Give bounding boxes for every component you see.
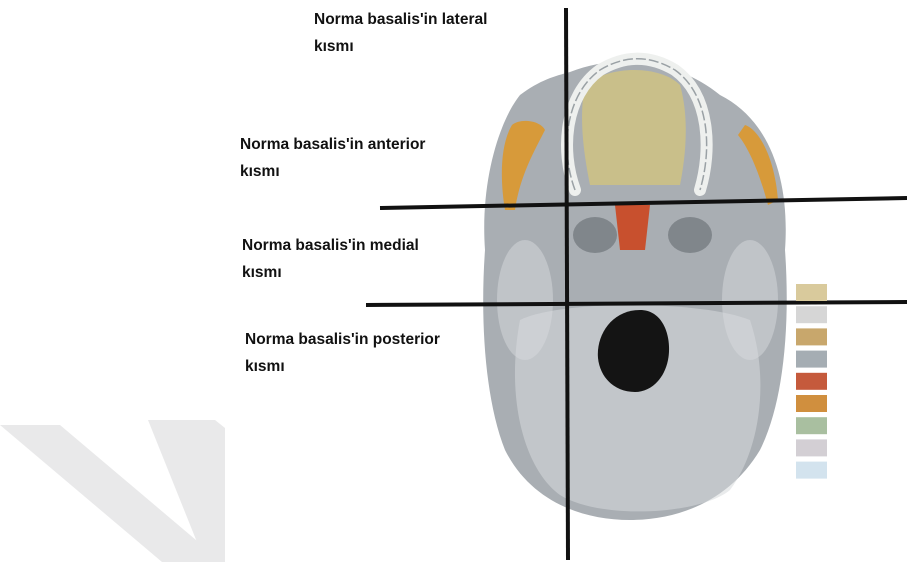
legend-swatch — [796, 373, 827, 390]
vomer — [615, 205, 650, 250]
temporal-left — [497, 240, 553, 360]
legend-swatch — [796, 328, 827, 345]
label-posterior: Norma basalis'in posterior kısmı — [245, 326, 440, 380]
legend-swatch — [796, 284, 827, 301]
cavity-right — [668, 217, 712, 253]
label-medial: Norma basalis'in medial kısmı — [242, 232, 419, 286]
label-anterior-line1: Norma basalis'in anterior — [240, 131, 425, 158]
legend-swatch — [796, 462, 827, 479]
label-anterior-line2: kısmı — [240, 158, 425, 185]
vertical-divider — [566, 8, 568, 560]
label-medial-line2: kısmı — [242, 259, 419, 286]
maxilla — [582, 70, 686, 185]
skull-illustration — [483, 59, 787, 520]
legend-swatch — [796, 395, 827, 412]
legend-swatch — [796, 351, 827, 368]
label-posterior-line1: Norma basalis'in posterior — [245, 326, 440, 353]
label-anterior: Norma basalis'in anterior kısmı — [240, 131, 425, 185]
label-posterior-line2: kısmı — [245, 353, 440, 380]
label-lateral-line2: kısmı — [314, 33, 487, 60]
legend-swatch — [796, 439, 827, 456]
watermark — [0, 420, 225, 562]
temporal-right — [722, 240, 778, 360]
legend-swatch — [796, 417, 827, 434]
legend-swatch — [796, 306, 827, 323]
label-lateral-line1: Norma basalis'in lateral — [314, 6, 487, 33]
cavity-left — [573, 217, 617, 253]
label-medial-line1: Norma basalis'in medial — [242, 232, 419, 259]
posterior-divider — [366, 302, 907, 305]
color-legend — [796, 284, 827, 479]
label-lateral: Norma basalis'in lateral kısmı — [314, 6, 487, 60]
